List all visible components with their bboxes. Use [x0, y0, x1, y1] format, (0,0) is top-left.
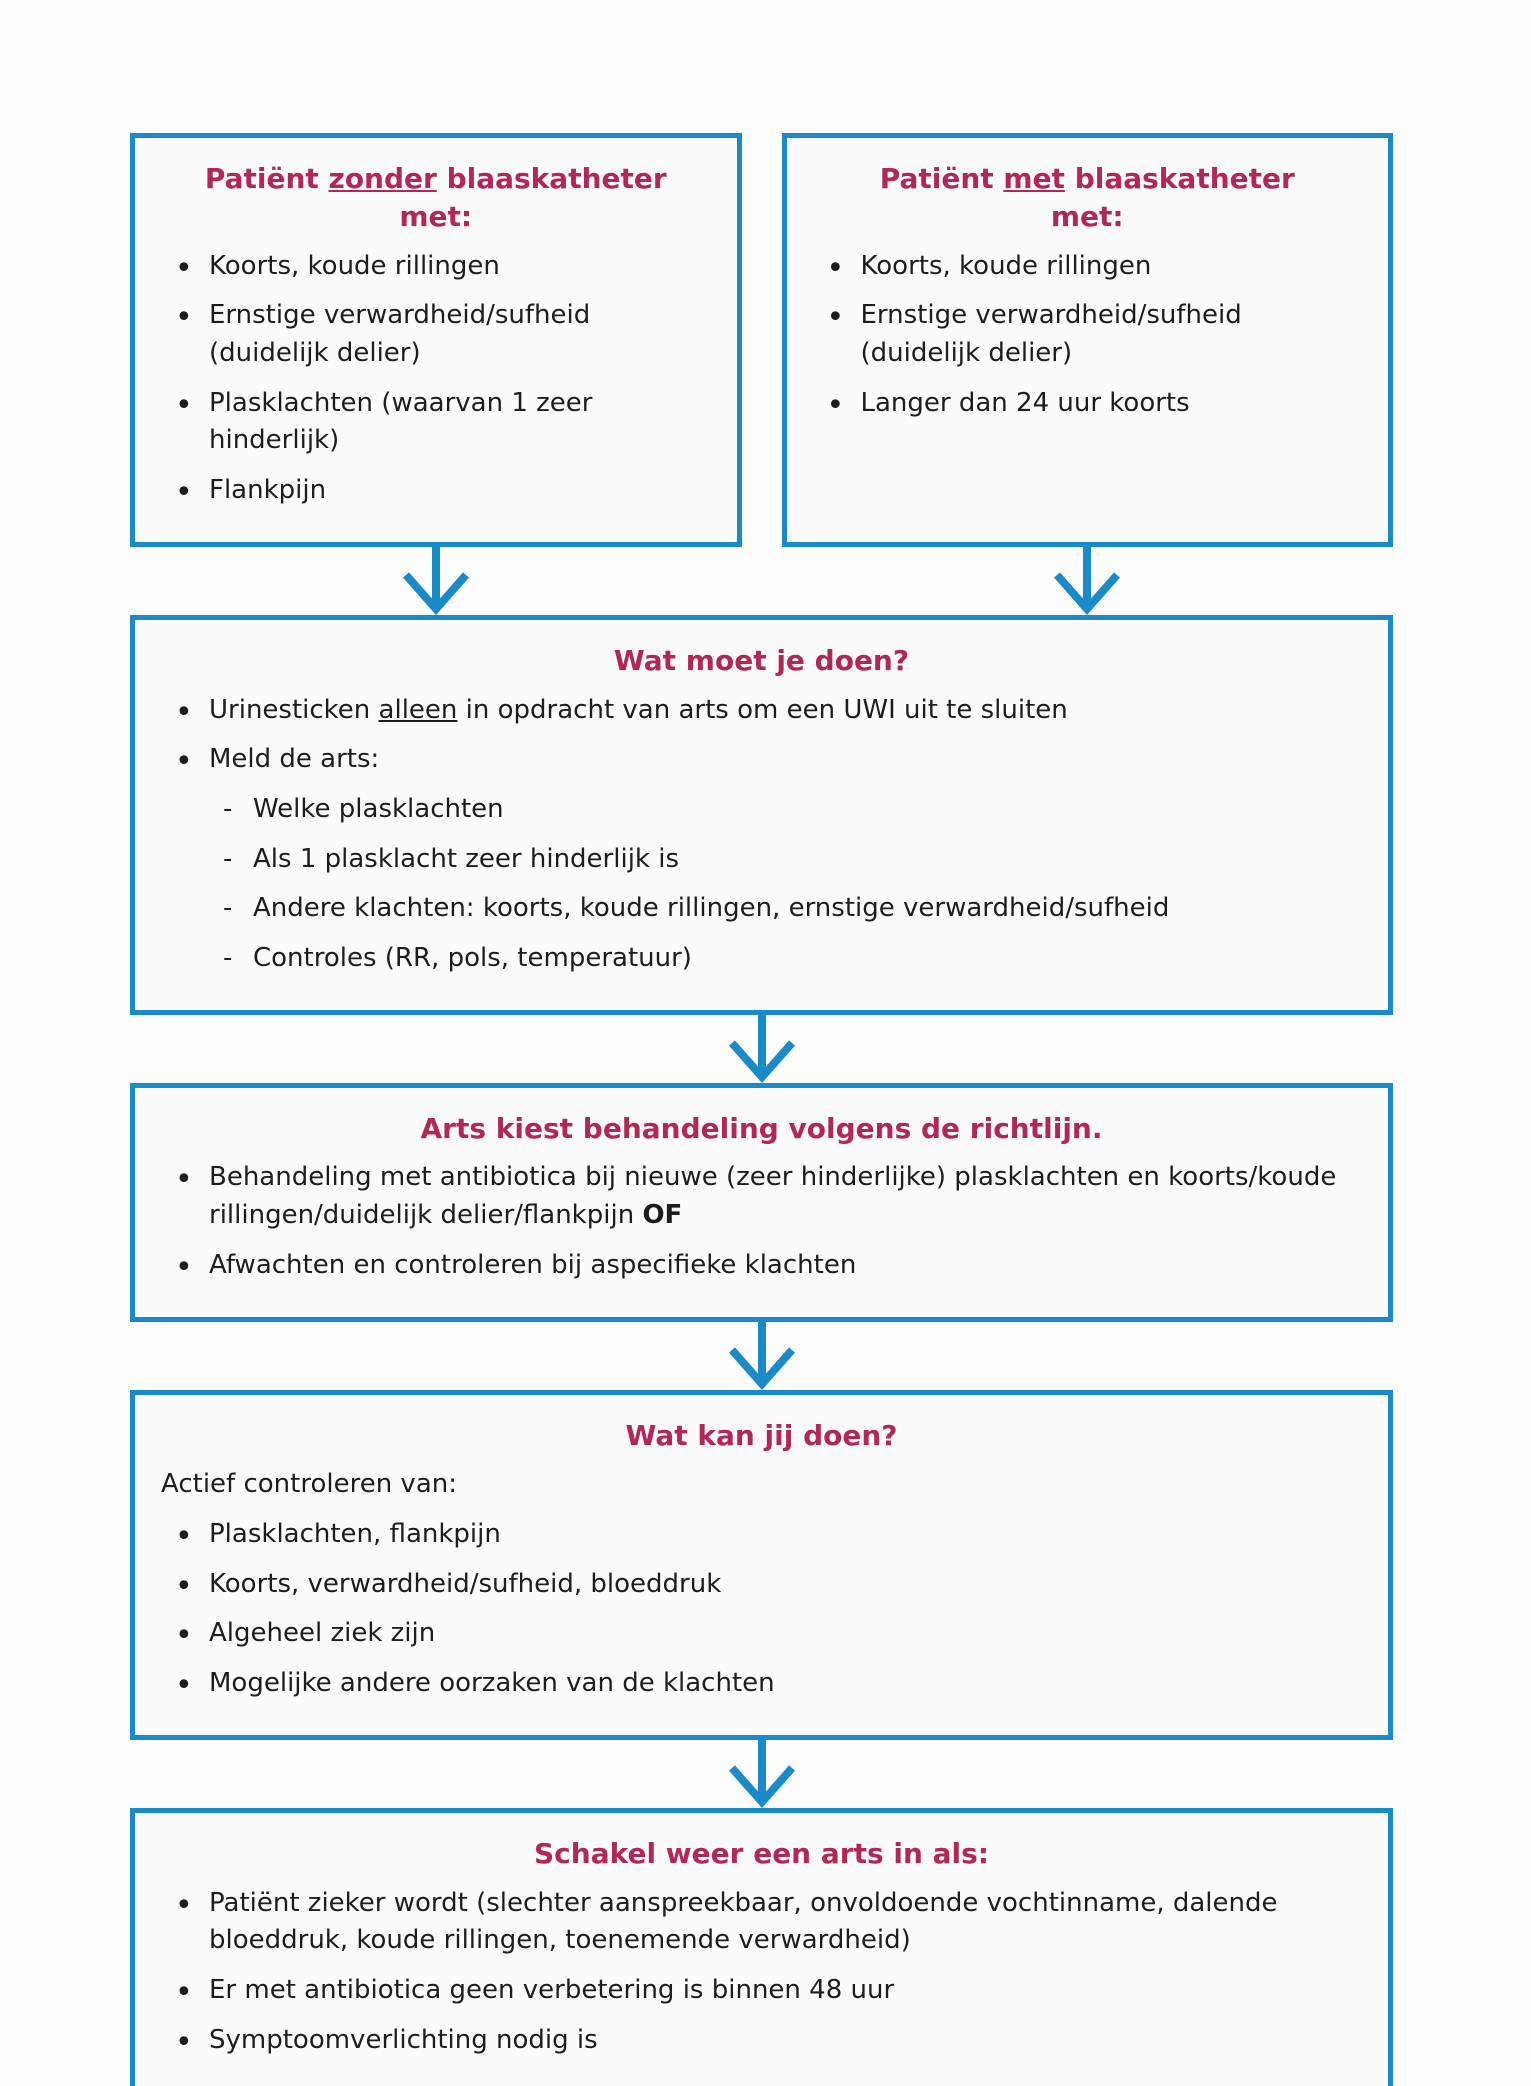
symptom-list: Koorts, koude rillingen Ernstige verward…: [161, 247, 711, 515]
title-text: blaaskatheter: [436, 162, 667, 195]
title-underlined-word: zonder: [328, 162, 437, 195]
list-item: Meld de arts: Welke plasklachten Als 1 p…: [175, 740, 1362, 978]
top-boxes-row: Patiënt zonder blaaskatheter met: Koorts,…: [130, 133, 1393, 547]
sub-list-item: Controles (RR, pols, temperatuur): [223, 940, 1362, 978]
escalation-list: Patiënt zieker wordt (slechter aanspreek…: [161, 1884, 1362, 2064]
title-text: Patiënt: [204, 162, 329, 195]
list-item: Plasklachten (waarvan 1 zeer hinderlijk): [175, 384, 711, 460]
arrow-down-icon: [728, 1321, 795, 1390]
arrow-down-icon: [402, 546, 469, 615]
arrow-down-icon: [1054, 546, 1121, 615]
arrow-row: [130, 1014, 1393, 1083]
list-item: Symptoomverlichting nodig is: [175, 2021, 1362, 2064]
arrows-row: [130, 546, 1394, 615]
list-item: Koorts, koude rillingen: [827, 247, 1363, 290]
sub-list: Welke plasklachten Als 1 plasklacht zeer…: [209, 791, 1362, 978]
arrow-slot-right: [782, 546, 1394, 615]
sub-list-item: Andere klachten: koorts, koude rillingen…: [223, 890, 1362, 928]
list-item: Koorts, verwardheid/sufheid, bloeddruk: [175, 1565, 1362, 1608]
box-arts-kiest-behandeling: Arts kiest behandeling volgens de richtl…: [130, 1082, 1393, 1322]
box-wat-kan-jij-doen: Wat kan jij doen? Actief controleren van…: [130, 1389, 1393, 1740]
box-title-arts-kiest: Arts kiest behandeling volgens de richtl…: [420, 1111, 1103, 1145]
list-item: Langer dan 24 uur koorts: [827, 384, 1363, 427]
list-item: Flankpijn: [175, 471, 711, 514]
list-item: Plasklachten, flankpijn: [175, 1515, 1362, 1558]
item-underlined-word: alleen: [378, 694, 458, 725]
monitor-list: Plasklachten, flankpijn Koorts, verwardh…: [161, 1515, 1362, 1707]
box-title-schakel-arts: Schakel weer een arts in als:: [534, 1836, 989, 1870]
intro-line: Actief controleren van:: [161, 1469, 457, 1500]
title-text: blaaskatheter: [1064, 162, 1295, 195]
arrow-row: [130, 1739, 1393, 1808]
box-title-patient-met: Patiënt met blaaskatheter met:: [813, 160, 1363, 236]
item-text: in opdracht van arts om een UWI uit te s…: [457, 694, 1068, 725]
list-item: Ernstige verwardheid/sufheid (duidelijk …: [827, 296, 1363, 372]
box-title-wat-moet-je-doen: Wat moet je doen?: [613, 643, 910, 677]
list-item: Ernstige verwardheid/sufheid (duidelijk …: [175, 296, 711, 372]
title-text: Patiënt: [879, 162, 1004, 195]
box-schakel-arts-in: Schakel weer een arts in als: Patiënt zi…: [130, 1807, 1393, 2086]
list-item: Mogelijke andere oorzaken van de klachte…: [175, 1664, 1362, 1707]
title-text-line2: met:: [399, 199, 473, 233]
action-list: Urinesticken alleen in opdracht van arts…: [161, 691, 1362, 978]
list-item: Afwachten en controleren bij aspecifieke…: [175, 1246, 1362, 1289]
treatment-list: Behandeling met antibiotica bij nieuwe (…: [161, 1158, 1362, 1289]
list-item: Urinesticken alleen in opdracht van arts…: [175, 691, 1362, 734]
list-item: Behandeling met antibiotica bij nieuwe (…: [175, 1158, 1362, 1234]
title-text-line2: met:: [1050, 199, 1124, 233]
box-title-patient-zonder: Patiënt zonder blaaskatheter met:: [161, 160, 711, 236]
list-item: Patiënt zieker wordt (slechter aanspreek…: [175, 1884, 1362, 1960]
box-wat-moet-je-doen: Wat moet je doen? Urinesticken alleen in…: [130, 614, 1393, 1015]
box-title-wat-kan-jij-doen: Wat kan jij doen?: [625, 1418, 898, 1452]
list-item: Algeheel ziek zijn: [175, 1614, 1362, 1657]
symptom-list: Koorts, koude rillingen Ernstige verward…: [813, 247, 1363, 427]
item-bold-word: OF: [642, 1200, 683, 1231]
arrow-row: [130, 1321, 1393, 1390]
list-item: Koorts, koude rillingen: [175, 247, 711, 290]
arrow-slot-left: [130, 546, 742, 615]
sub-list-item: Als 1 plasklacht zeer hinderlijk is: [223, 841, 1362, 879]
sub-list-item: Welke plasklachten: [223, 791, 1362, 829]
item-text: Urinesticken: [209, 694, 379, 725]
list-item: Er met antibiotica geen verbetering is b…: [175, 1971, 1362, 2014]
arrow-down-icon: [728, 1739, 795, 1808]
box-patient-zonder-katheter: Patiënt zonder blaaskatheter met: Koorts,…: [130, 133, 742, 547]
item-text: Behandeling met antibiotica bij nieuwe (…: [209, 1162, 1337, 1231]
item-text: Meld de arts:: [209, 744, 380, 775]
arrow-down-icon: [728, 1014, 795, 1083]
box-patient-met-katheter: Patiënt met blaaskatheter met: Koorts, ko…: [781, 133, 1393, 547]
title-underlined-word: met: [1003, 162, 1065, 195]
